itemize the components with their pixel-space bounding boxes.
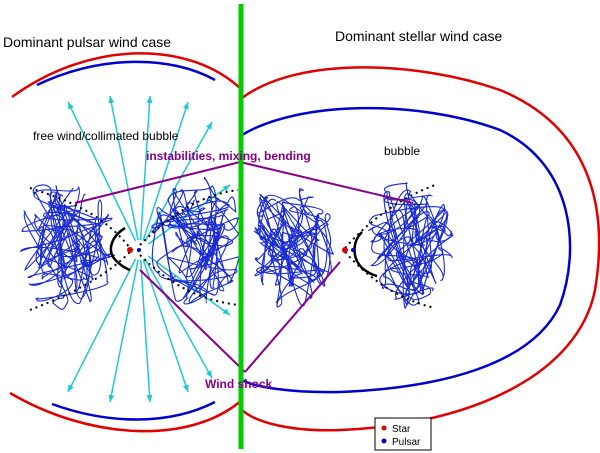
legend-box [374,417,432,451]
turbulence-scribble-1-2 [156,176,240,305]
annotation-lines [74,161,414,373]
legend-pulsar-dot [381,438,387,444]
label-wind-shock: Wind shock [205,377,273,391]
wind-ray-arrowhead-6 [222,308,230,315]
label-instabilities: instabilities, mixing, bending [146,149,311,163]
label-free-wind: free wind/collimated bubble [33,129,179,143]
turbulent-mixing-regions [19,176,454,310]
wind-ray-2 [139,95,151,241]
dotted-line-left-lower [29,251,131,311]
instabilities-line-left [74,161,241,204]
wind-ray-arrowhead-1 [108,96,115,104]
wind-shock-line-left [139,269,246,373]
bow-shock-right [353,231,378,278]
wind-ray-arrowhead-4 [206,122,212,130]
turbulence-scribble-3-2 [368,191,448,305]
dotted-line-mid-upper [139,189,239,246]
wind-shock-line-right [244,261,341,373]
dotted-line-right-lower [344,251,436,309]
legend-star-dot [381,425,387,431]
bow-shock-left [109,226,131,272]
wind-ray-arrowhead-2 [146,96,153,104]
wind-ray-arrowhead-7 [206,370,212,378]
wind-ray-arrowhead-0 [68,102,74,110]
label-stellar-case: Dominant stellar wind case [335,28,503,44]
pulsar-marker-left [137,248,141,252]
wind-ray-arrowhead-9 [146,394,153,402]
wind-ray-7 [144,258,213,379]
pulsar-inner-shock-bottom [51,400,216,421]
legend-star-label: Star [392,424,411,435]
star-marker-left [127,247,133,253]
dotted-line-mid-lower [139,254,239,306]
turbulence-scribble-2-0 [254,194,335,307]
stellar-outer-shock [241,66,600,432]
stellar-inner-shock [241,106,572,394]
wind-ray-arrowhead-3 [183,102,189,110]
legend: Star Pulsar [374,417,432,451]
wind-ray-3 [142,101,189,241]
pulsar-marker-right [351,248,355,252]
wind-ray-arrowhead-10 [108,394,115,402]
wind-ray-0 [67,101,137,242]
pulsar-wind-rays [67,95,231,403]
wind-ray-1 [109,95,139,241]
wind-ray-6 [147,255,231,316]
wind-ray-arrowhead-8 [182,384,189,392]
pulsar-inner-shock-top [36,60,216,87]
instabilities-line-right [239,161,414,204]
wind-ray-4 [144,121,213,242]
turbulence-scribble-0-2 [19,186,116,300]
turbulence-scribble-2-2 [254,188,326,304]
pulsar-outer-shock-bottom [9,391,243,433]
dotted-bow-lines [29,184,436,311]
wind-ray-arrowhead-11 [68,384,74,392]
wind-ray-arrowhead-5 [222,185,230,192]
wind-ray-10 [109,259,139,403]
legend-pulsar-label: Pulsar [392,437,421,448]
label-pulsar-case: Dominant pulsar wind case [3,34,171,50]
dotted-line-left-upper [29,187,131,249]
wind-ray-11 [67,258,137,393]
star-marker-right [342,247,348,253]
wind-ray-9 [139,259,151,403]
dotted-line-right-upper [344,184,436,249]
pulsar-outer-shock-top [11,52,243,99]
label-bubble: bubble [384,144,420,158]
